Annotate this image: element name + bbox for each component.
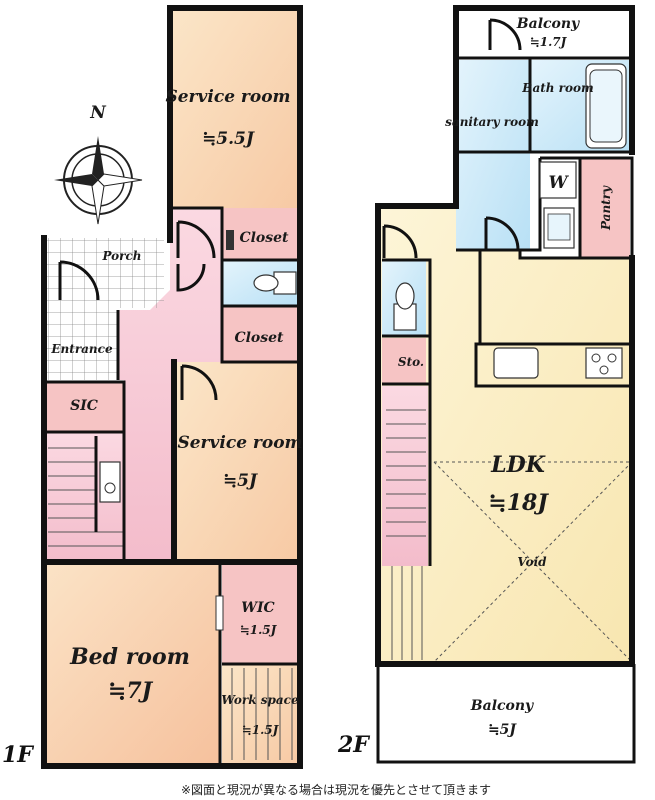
walls-2f xyxy=(375,5,636,764)
work-space-label: Work space xyxy=(221,693,299,707)
sanitary-room-area xyxy=(456,60,530,250)
doors-1f xyxy=(58,220,218,401)
walls-1f xyxy=(41,5,303,769)
wic-area xyxy=(222,564,300,664)
doors-2f xyxy=(382,18,522,259)
entrance-label: Entrance xyxy=(50,342,113,356)
wic-size: ≒1.5J xyxy=(240,623,278,637)
closet-2-area xyxy=(222,306,300,362)
wic-label: WIC xyxy=(241,600,274,616)
porch-label: Porch xyxy=(101,249,141,263)
sto-label: Sto. xyxy=(398,355,424,369)
entrance-area xyxy=(44,308,118,380)
floor-2: W Balcony ≒1.7J Bath room sanitary room … xyxy=(337,5,636,764)
service-room-2-area xyxy=(174,362,300,562)
closet-rail-1-icon xyxy=(226,230,234,250)
pantry-area xyxy=(580,158,630,258)
kitchen-counter xyxy=(493,347,623,379)
bathtub-icon xyxy=(585,63,627,149)
ldk-label: LDK xyxy=(490,452,546,478)
floor-1: N Service room ≒5.5J Closet Closet Porch… xyxy=(2,5,303,769)
corridor-1f-area xyxy=(118,208,222,562)
porch-area xyxy=(44,238,164,308)
washer-label: W xyxy=(548,173,569,193)
stairs-2f-area xyxy=(382,386,428,566)
work-space-area xyxy=(222,664,300,764)
wic-door-icon xyxy=(215,595,224,631)
work-space-size: ≒1.5J xyxy=(242,723,280,737)
service-room-1-size: ≒5.5J xyxy=(202,129,255,149)
washer-icon xyxy=(539,161,577,199)
floor-2-label: 2F xyxy=(337,732,370,758)
service-room-1-area xyxy=(170,8,300,208)
balcony-bottom-size: ≒5J xyxy=(488,722,517,738)
closet-2-label: Closet xyxy=(234,330,284,346)
bed-room-label: Bed room xyxy=(69,644,190,670)
bed-room-size: ≒7J xyxy=(108,678,154,704)
balcony-bottom-label: Balcony xyxy=(470,698,534,714)
void-diagonals xyxy=(433,461,633,663)
stairs-2f xyxy=(386,409,426,660)
void-label: Void xyxy=(517,555,547,569)
service-room-2-size: ≒5J xyxy=(223,471,258,491)
sink-1f-icon xyxy=(99,461,121,503)
balcony-top-size: ≒1.7J xyxy=(530,35,568,49)
pantry-label: Pantry xyxy=(599,185,613,231)
closet-1-label: Closet xyxy=(239,230,289,246)
sto-area xyxy=(382,338,426,384)
service-room-2-label: Service room xyxy=(177,433,302,453)
balcony-bottom-area xyxy=(378,666,634,762)
toilet-2f-icon xyxy=(393,282,417,331)
bath-room-label: Bath room xyxy=(521,81,593,95)
sic-area xyxy=(44,382,124,432)
balcony-top-area xyxy=(456,8,632,58)
bed-room-area xyxy=(44,564,220,764)
floor-1-label: 1F xyxy=(2,742,34,768)
sic-label: SIC xyxy=(70,398,98,414)
closet-1-area xyxy=(222,208,300,260)
balcony-top-label: Balcony xyxy=(516,16,580,32)
sanitary-room-label: sanitary room xyxy=(445,115,539,129)
work-space-shelves xyxy=(231,668,293,760)
compass-north-label: N xyxy=(89,103,107,123)
service-room-1-label: Service room xyxy=(165,87,290,107)
ldk-area xyxy=(378,206,632,662)
footer-note: ※図面と現況が異なる場合は現況を優先とさせて頂きます xyxy=(181,782,491,797)
toilet-1f-icon xyxy=(253,271,297,295)
ldk-size: ≒18J xyxy=(488,490,549,516)
compass-icon: N xyxy=(54,103,143,225)
sink-2f-icon xyxy=(543,207,575,249)
